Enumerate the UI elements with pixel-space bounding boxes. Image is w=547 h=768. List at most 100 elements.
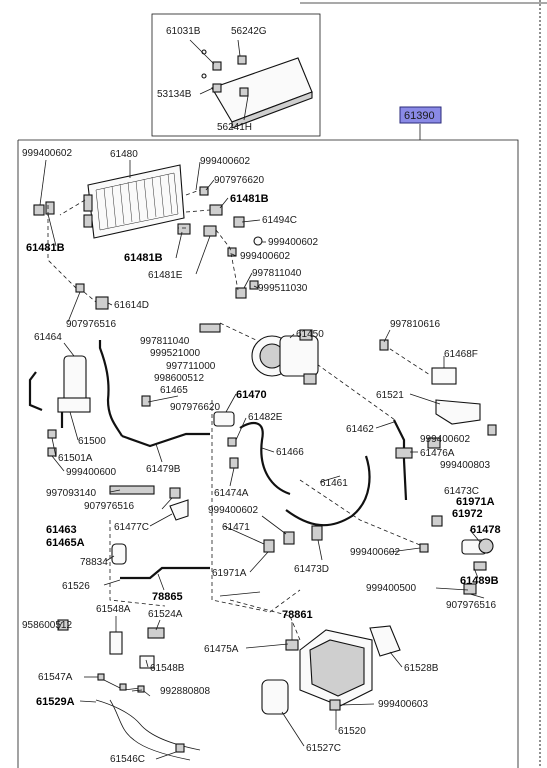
bolt	[329, 699, 341, 711]
bracket-61521	[435, 399, 481, 425]
part-label: 61470	[236, 389, 267, 401]
leader	[219, 591, 261, 597]
inset-label: 61031B	[166, 26, 201, 37]
part-label: 992880808	[160, 686, 210, 697]
part-label: 61548B	[150, 663, 185, 674]
receiver-drier	[57, 355, 91, 428]
part-label: 61476A	[420, 448, 455, 459]
part-label: 61494C	[262, 215, 297, 226]
compressor-bolt	[199, 323, 221, 333]
part-label: 61971A	[212, 568, 247, 579]
part-label: 61473D	[294, 564, 329, 575]
part-label: 907976516	[84, 501, 134, 512]
pipe-61479B	[121, 432, 210, 448]
bracket-61468F	[431, 367, 457, 385]
part-label: 61527C	[306, 743, 341, 754]
assembly-number: 61390	[404, 110, 435, 122]
compressor	[251, 329, 319, 385]
part-label: 61462	[346, 424, 374, 435]
part-label: 61489B	[460, 575, 499, 587]
part-label: 61478	[470, 524, 501, 536]
part-label: 61477C	[114, 522, 149, 533]
part-label: 61468F	[444, 349, 478, 360]
part-label: 61463	[46, 524, 77, 536]
hose-61466	[239, 421, 291, 496]
part-label: 999400602	[200, 156, 250, 167]
part-label: 999400602	[420, 434, 470, 445]
part-label: 997810616	[390, 319, 440, 330]
hose-61461	[285, 455, 371, 527]
part-61527C	[261, 679, 289, 715]
part-label: 61614D	[114, 300, 149, 311]
part-label: 78865	[152, 591, 183, 603]
part-label: 997811040	[140, 336, 190, 347]
inset-frame	[151, 13, 321, 137]
part-label: 61481B	[124, 252, 163, 264]
part-label: 61481E	[148, 270, 183, 281]
part-label: 999521000	[150, 348, 200, 359]
part-label: 61521	[376, 390, 404, 401]
part-label: 999400602	[268, 237, 318, 248]
part-label: 61971A	[456, 496, 495, 508]
part-label: 907976620	[214, 175, 264, 186]
part-label: 78834	[80, 557, 108, 568]
assembly-number-badge	[399, 106, 442, 124]
small-parts-mid	[47, 395, 497, 553]
part-label: 907976620	[170, 402, 220, 413]
evaporator-unit	[285, 629, 373, 707]
part-number-labels: 999400602 61480 999400602 907976620 6148…	[22, 148, 501, 765]
part-label: 61466	[276, 447, 304, 458]
part-label: 997711000	[166, 361, 216, 372]
part-label: 998600512	[154, 373, 204, 384]
part-label: 61528B	[404, 663, 439, 674]
part-label: 61500	[78, 436, 106, 447]
wiring-harness	[95, 627, 201, 761]
pipe-61526	[120, 566, 210, 580]
part-label: 61474A	[214, 488, 249, 499]
main-frame	[17, 139, 519, 768]
part-label: 61465A	[46, 537, 85, 549]
part-label: 61546C	[110, 754, 145, 765]
part-label: 61479B	[146, 464, 181, 475]
inset-label: 56242G	[231, 26, 267, 37]
inset-label: 53134B	[157, 89, 192, 100]
link-lines	[47, 189, 431, 641]
part-label: 61547A	[38, 672, 73, 683]
pressure-switch	[461, 538, 494, 595]
part-label: 999400602	[350, 547, 400, 558]
part-label: 999511030	[258, 283, 308, 294]
part-label: 61524A	[148, 609, 183, 620]
part-label: 999400602	[22, 148, 72, 159]
part-61528B	[369, 625, 401, 657]
pipe-61462	[393, 419, 408, 501]
part-label: 958600512	[22, 620, 72, 631]
part-label: 997811040	[252, 268, 302, 279]
bolt	[379, 339, 389, 351]
part-label: 61972	[452, 508, 483, 520]
part-label: 61501A	[58, 453, 93, 464]
part-label: 61471	[222, 522, 250, 533]
part-label: 61548A	[96, 604, 131, 615]
part-label: 61464	[34, 332, 62, 343]
part-label: 61480	[110, 149, 138, 160]
part-label: 999400602	[208, 505, 258, 516]
part-label: 61450	[296, 329, 324, 340]
part-label: 61475A	[204, 644, 239, 655]
part-label: 999400500	[366, 583, 416, 594]
inset-label: 56241H	[217, 122, 252, 133]
part-78834	[111, 543, 127, 565]
pipe-61463	[28, 371, 43, 412]
condenser-unit	[83, 164, 185, 239]
part-label: 999400603	[378, 699, 428, 710]
part-label: 61461	[320, 478, 348, 489]
part-label: 999400803	[440, 460, 490, 471]
part-label: 61481B	[230, 193, 269, 205]
part-label: 61465	[160, 385, 188, 396]
pipe-61464	[98, 340, 123, 437]
part-label: 997093140	[46, 488, 96, 499]
part-label: 61482E	[248, 412, 283, 423]
bolt	[57, 619, 69, 631]
part-label: 999400602	[240, 251, 290, 262]
